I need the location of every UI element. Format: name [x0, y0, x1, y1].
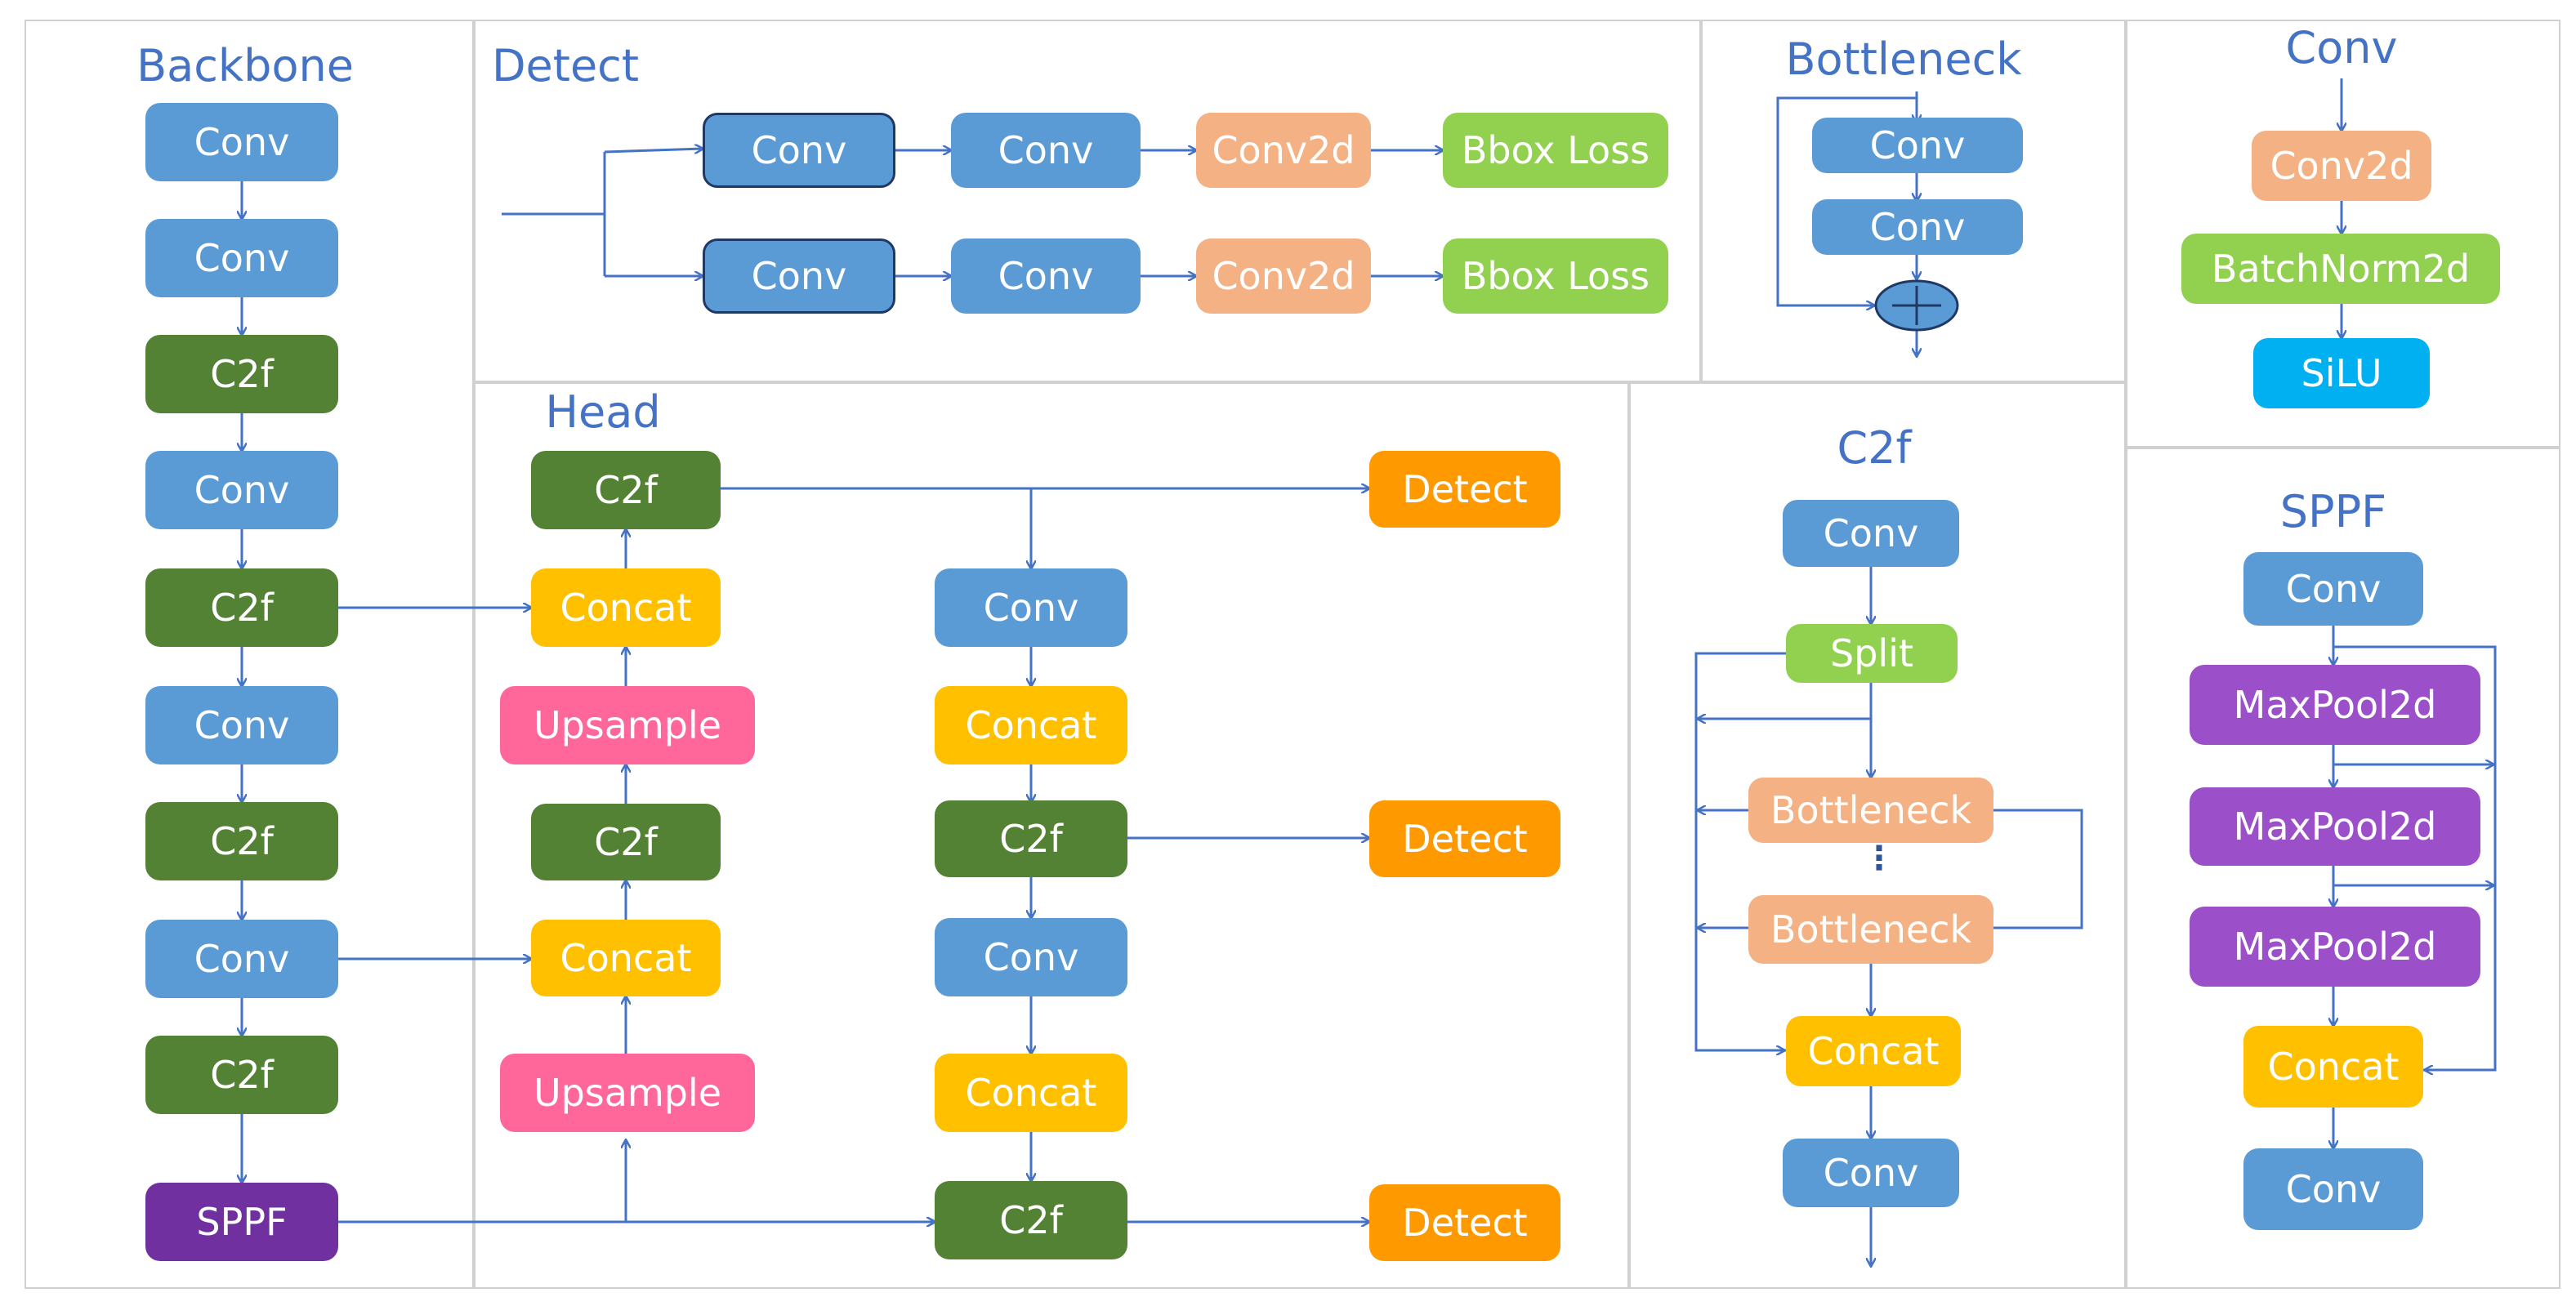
c2f-conv-2: Conv	[1783, 1139, 1959, 1207]
detect-row2-bbox-loss: Bbox Loss	[1443, 238, 1668, 314]
c2f-split: Split	[1786, 624, 1958, 683]
detect-row1-conv2d: Conv2d	[1196, 113, 1371, 188]
head-concat-3: Concat	[935, 686, 1127, 764]
detect-title: Detect	[491, 40, 640, 91]
sppf-concat: Concat	[2243, 1026, 2423, 1108]
detect-row2-conv-2: Conv	[951, 238, 1141, 314]
backbone-conv-2: Conv	[145, 219, 338, 297]
c2f-ellipsis: ⋮	[1863, 840, 1895, 877]
bottleneck-conv-1: Conv	[1812, 118, 2023, 173]
head-c2f-top: C2f	[531, 451, 721, 529]
bottleneck-title: Bottleneck	[1785, 33, 2022, 85]
head-upsample-1: Upsample	[500, 686, 755, 764]
detect-row1-conv-2: Conv	[951, 113, 1141, 188]
sppf-conv-1: Conv	[2243, 552, 2423, 626]
detect-row1-conv-1: Conv	[703, 113, 895, 188]
add-icon	[1874, 279, 1959, 332]
head-detect-3: Detect	[1369, 1184, 1560, 1261]
head-concat-4: Concat	[935, 1054, 1127, 1132]
backbone-sppf: SPPF	[145, 1183, 338, 1261]
backbone-c2f-4: C2f	[145, 1036, 338, 1114]
head-concat-2: Concat	[531, 920, 721, 996]
head-c2f-3: C2f	[935, 800, 1127, 877]
head-c2f-4: C2f	[935, 1181, 1127, 1259]
c2f-title: C2f	[1837, 422, 1912, 474]
backbone-c2f-3: C2f	[145, 802, 338, 880]
sppf-maxpool-2: MaxPool2d	[2190, 787, 2480, 866]
backbone-c2f-1: C2f	[145, 335, 338, 413]
head-concat-1: Concat	[531, 568, 721, 647]
detect-row2-conv2d: Conv2d	[1196, 238, 1371, 314]
head-conv-2: Conv	[935, 918, 1127, 996]
head-detect-1: Detect	[1369, 451, 1560, 528]
detect-row2-conv-1: Conv	[703, 238, 895, 314]
c2f-bottleneck-2: Bottleneck	[1748, 895, 1993, 964]
backbone-conv-5: Conv	[145, 920, 338, 998]
bottleneck-conv-2: Conv	[1812, 199, 2023, 255]
c2f-concat: Concat	[1786, 1016, 1961, 1086]
head-conv-1: Conv	[935, 568, 1127, 647]
backbone-c2f-2: C2f	[145, 568, 338, 647]
backbone-conv-1: Conv	[145, 103, 338, 181]
head-c2f-2: C2f	[531, 804, 721, 880]
backbone-title: Backbone	[136, 40, 354, 91]
conv-block-silu: SiLU	[2253, 338, 2430, 408]
detect-row1-bbox-loss: Bbox Loss	[1443, 113, 1668, 188]
sppf-title: SPPF	[2279, 486, 2387, 537]
sppf-conv-2: Conv	[2243, 1148, 2423, 1230]
sppf-maxpool-3: MaxPool2d	[2190, 907, 2480, 987]
head-upsample-2: Upsample	[500, 1054, 755, 1132]
conv-title: Conv	[2285, 22, 2398, 74]
sppf-maxpool-1: MaxPool2d	[2190, 665, 2480, 745]
c2f-bottleneck-1: Bottleneck	[1748, 778, 1993, 843]
backbone-conv-4: Conv	[145, 686, 338, 764]
conv-block-conv2d: Conv2d	[2252, 131, 2431, 201]
detect-panel	[474, 20, 1701, 382]
conv-block-batchnorm2d: BatchNorm2d	[2181, 234, 2500, 304]
head-detect-2: Detect	[1369, 800, 1560, 877]
backbone-conv-3: Conv	[145, 451, 338, 529]
head-title: Head	[545, 386, 661, 438]
c2f-conv-1: Conv	[1783, 500, 1959, 567]
